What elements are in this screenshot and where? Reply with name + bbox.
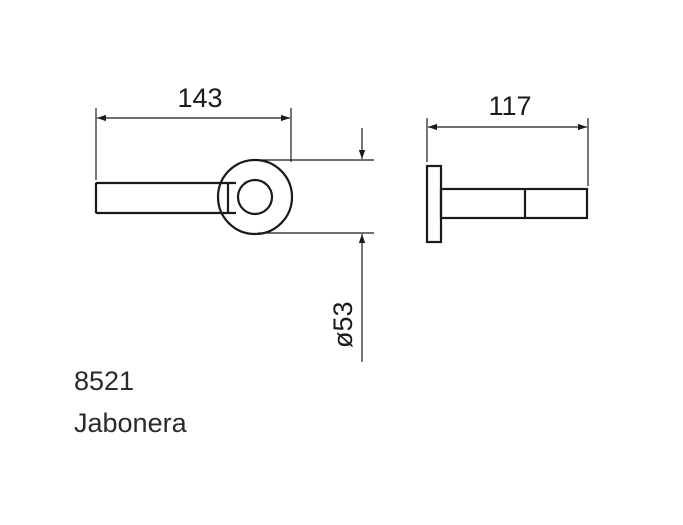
front-view xyxy=(94,158,294,236)
front-rosette-outer xyxy=(216,158,294,236)
front-bar xyxy=(94,181,230,215)
side-view xyxy=(425,164,589,244)
dimension-117 xyxy=(426,118,589,186)
dimension-143 xyxy=(95,108,292,180)
front-bar-joint xyxy=(228,181,236,215)
dimension-143-label: 143 xyxy=(177,83,222,113)
front-rosette-inner xyxy=(236,178,274,216)
model-number: 8521 xyxy=(74,366,135,396)
side-wall-plate xyxy=(425,164,443,244)
dimension-diameter-53 xyxy=(258,128,374,362)
product-name: Jabonera xyxy=(74,408,187,438)
dimension-diameter-label: ø53 xyxy=(328,301,358,348)
side-bar xyxy=(439,187,589,220)
dimension-117-label: 117 xyxy=(488,91,531,121)
